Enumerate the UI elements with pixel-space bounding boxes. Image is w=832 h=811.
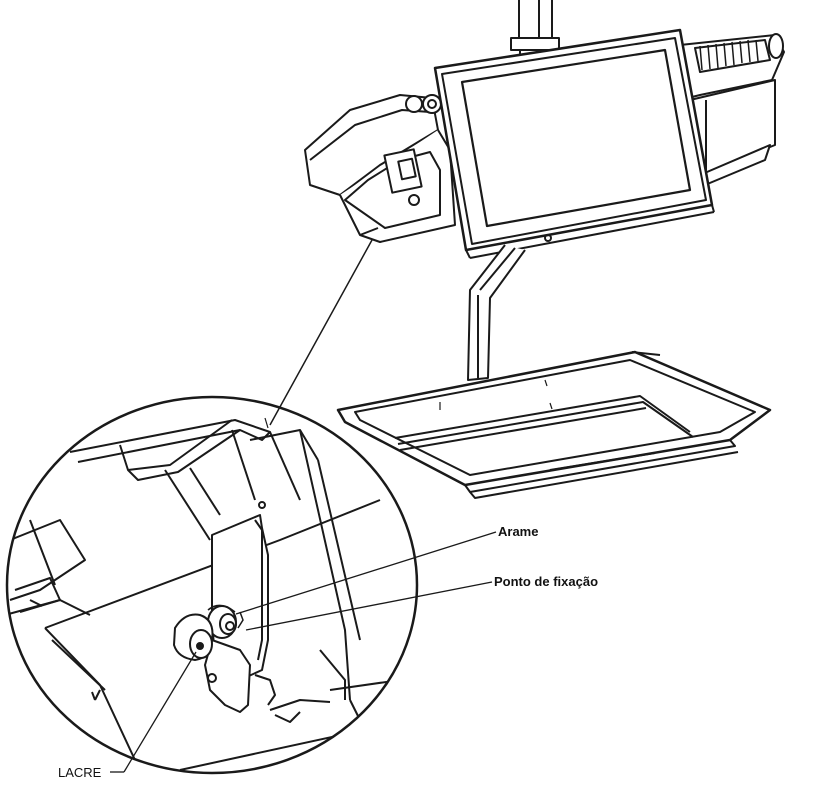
stand-arm <box>467 234 552 381</box>
seal-assembly <box>172 604 244 662</box>
zoom-detail <box>5 395 419 775</box>
label-ponto-fixacao: Ponto de fixação <box>494 574 598 589</box>
label-arame: Arame <box>498 524 538 539</box>
lacre-leader <box>123 651 197 773</box>
label-lacre: LACRE <box>58 765 102 780</box>
weighing-tray <box>336 350 772 499</box>
zoom-leader-line <box>269 239 373 426</box>
scale-device <box>304 0 785 499</box>
ponto-fixacao-leader <box>245 581 493 631</box>
display-screen <box>460 48 692 228</box>
printer-module <box>679 33 785 186</box>
zoom-leader-line-2 <box>264 417 269 429</box>
callout-lines <box>110 531 497 773</box>
left-head-unit <box>304 94 456 243</box>
arame-leader <box>235 531 497 615</box>
mounting-pole <box>510 0 560 64</box>
zoom-circle <box>5 395 419 775</box>
display-monitor <box>433 28 715 259</box>
